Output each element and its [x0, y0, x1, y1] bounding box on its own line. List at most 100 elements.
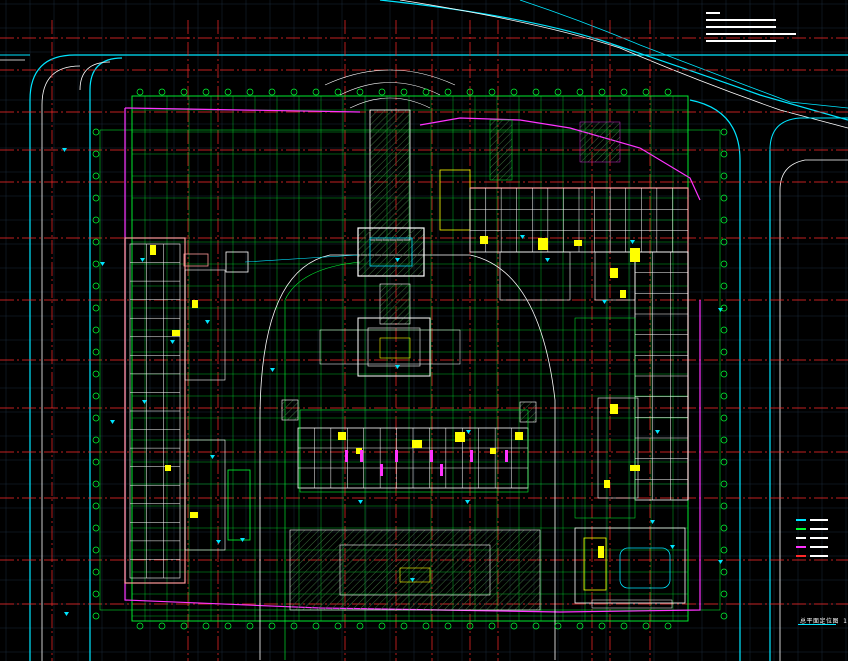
cyan-marker: [410, 578, 415, 582]
note-line: [706, 40, 776, 42]
yellow-marker: [172, 330, 180, 336]
building-center-south-rooms: [298, 428, 528, 488]
legend-text-bar: [810, 537, 828, 539]
cyan-marker: [100, 262, 105, 266]
axis-bubble: [246, 622, 254, 630]
cyan-marker: [205, 320, 210, 324]
yellow-marker: [598, 546, 604, 558]
axis-bubble: [720, 128, 728, 136]
building-clubhouse: [574, 527, 686, 609]
axis-bubble: [720, 480, 728, 488]
axis-bubble: [720, 304, 728, 312]
axis-bubble: [532, 88, 540, 96]
axis-bubble: [224, 88, 232, 96]
yellow-marker: [574, 240, 582, 246]
yellow-marker: [630, 248, 640, 262]
axis-bubble: [664, 622, 672, 630]
axis-bubble: [510, 88, 518, 96]
magenta-marker: [505, 450, 508, 462]
axis-bubble: [598, 622, 606, 630]
axis-bubble: [136, 88, 144, 96]
axis-bubble: [224, 622, 232, 630]
axis-bubble: [378, 622, 386, 630]
axis-bubble: [720, 458, 728, 466]
green-marker-icon: [796, 528, 806, 530]
axis-bubble: [92, 326, 100, 334]
axis-bubble: [158, 88, 166, 96]
axis-bubble: [444, 622, 452, 630]
magenta-marker: [470, 450, 473, 462]
axis-bubble: [720, 546, 728, 554]
yellow-marker: [190, 512, 198, 518]
axis-bubble: [620, 622, 628, 630]
axis-bubble: [720, 524, 728, 532]
cyan-marker: [395, 365, 400, 369]
axis-bubble: [466, 622, 474, 630]
axis-bubble: [642, 88, 650, 96]
axis-bubble: [92, 172, 100, 180]
cyan-marker: [270, 368, 275, 372]
axis-bubble: [720, 612, 728, 620]
cyan-marker: [602, 300, 607, 304]
axis-bubble: [268, 88, 276, 96]
axis-bubble: [466, 88, 474, 96]
axis-bubble: [92, 194, 100, 202]
cyan-marker: [170, 340, 175, 344]
legend-row: [796, 516, 842, 524]
axis-bubble: [720, 282, 728, 290]
axis-bubble: [92, 282, 100, 290]
axis-bubble: [356, 88, 364, 96]
magenta-marker: [380, 464, 383, 476]
red-line-icon: [796, 555, 806, 557]
yellow-marker: [192, 300, 198, 308]
axis-bubble: [720, 414, 728, 422]
note-line: [706, 33, 796, 35]
yellow-marker: [455, 432, 465, 442]
axis-bubble: [92, 524, 100, 532]
cyan-marker: [650, 520, 655, 524]
axis-bubble: [158, 622, 166, 630]
axis-bubble: [720, 326, 728, 334]
axis-bubble: [664, 88, 672, 96]
axis-bubble: [488, 88, 496, 96]
white-marker-icon: [796, 537, 806, 539]
legend-text-bar: [810, 528, 828, 530]
axis-bubble: [720, 392, 728, 400]
yellow-marker: [356, 448, 362, 454]
axis-bubble: [720, 260, 728, 268]
building-west: [124, 237, 251, 584]
axis-bubble: [92, 458, 100, 466]
cyan-marker: [465, 500, 470, 504]
axis-bubbles: [92, 88, 728, 630]
yellow-marker: [150, 245, 156, 255]
note-line: [706, 26, 776, 28]
axis-bubble: [92, 502, 100, 510]
cyan-marker: [718, 560, 723, 564]
axis-bubble: [268, 622, 276, 630]
legend-text-bar: [810, 555, 828, 557]
cyan-marker: [142, 400, 147, 404]
magenta-marker: [430, 450, 433, 462]
cyan-marker: [210, 455, 215, 459]
general-notes: [706, 12, 802, 47]
axis-bubble: [554, 622, 562, 630]
legend-text-bar: [810, 519, 828, 521]
axis-bubble: [136, 622, 144, 630]
caption-underline: [798, 624, 836, 625]
building-northeast-rooms: [470, 188, 688, 500]
building-west-rooms: [130, 244, 180, 578]
magenta-line-icon: [796, 546, 806, 548]
yellow-marker: [610, 268, 618, 278]
axis-bubble: [92, 370, 100, 378]
axis-bubble: [576, 622, 584, 630]
legend-row: [796, 525, 842, 533]
axis-bubble: [92, 480, 100, 488]
axis-bubble: [720, 348, 728, 356]
axis-bubble: [720, 150, 728, 158]
yellow-marker: [620, 290, 626, 298]
axis-bubble: [554, 88, 562, 96]
yellow-marker: [538, 238, 548, 250]
axis-bubble: [400, 88, 408, 96]
axis-bubble: [246, 88, 254, 96]
